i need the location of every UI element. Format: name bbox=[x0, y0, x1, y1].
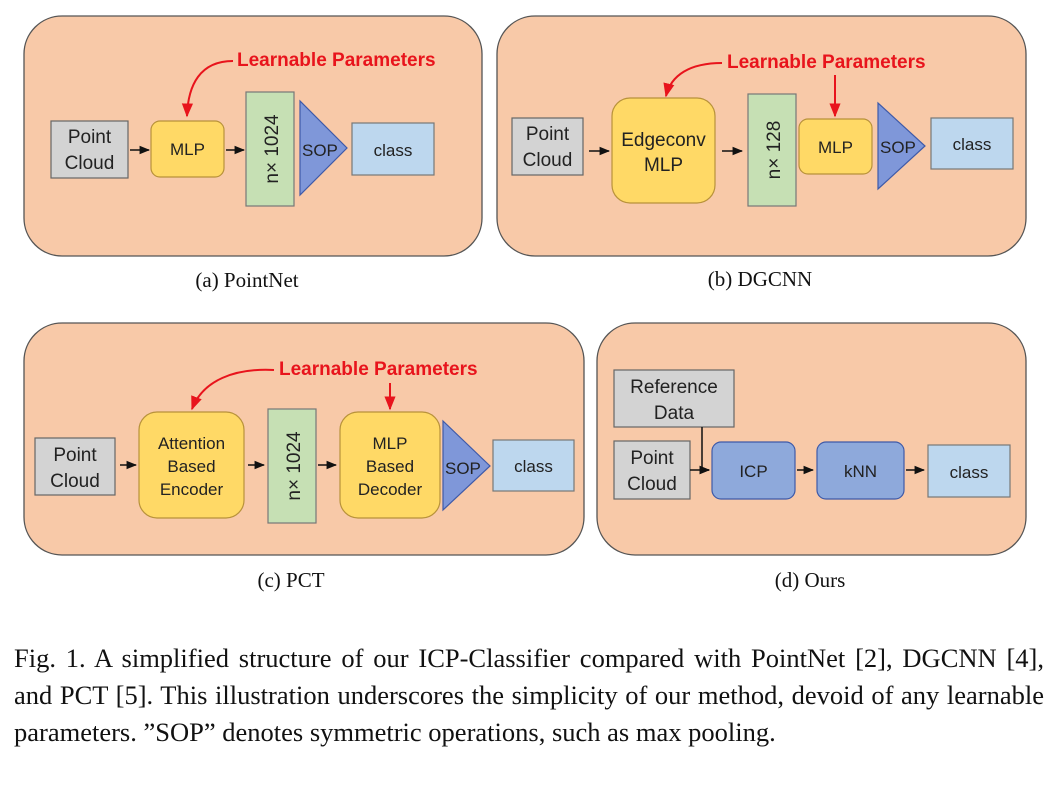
panel-dgcnn: Learnable Parameters Point Cloud Edgecon… bbox=[496, 15, 1027, 257]
point-cloud-label-line1: Point bbox=[630, 448, 674, 469]
point-cloud-label-line2: Cloud bbox=[65, 153, 115, 174]
panel-pointnet: Learnable Parameters Point Cloud MLP n× … bbox=[23, 15, 483, 257]
mlp-box bbox=[150, 120, 225, 178]
figure-caption: Fig. 1. A simplified structure of our IC… bbox=[14, 643, 1044, 747]
edgeconv-label-line2: MLP bbox=[644, 155, 683, 176]
class-box bbox=[927, 444, 1011, 498]
point-cloud-label-line1: Point bbox=[68, 127, 112, 148]
panel-pct: Learnable Parameters Point Cloud Attenti… bbox=[23, 322, 585, 556]
icp-label: ICP bbox=[739, 462, 767, 481]
point-cloud-label-line1: Point bbox=[53, 445, 97, 466]
decoder-label-line2: Based bbox=[366, 457, 414, 476]
encoder-label-line3: Encoder bbox=[160, 480, 224, 499]
feature-box bbox=[747, 93, 797, 207]
icp-box bbox=[711, 441, 796, 500]
panel-ours-background bbox=[596, 322, 1027, 556]
class-box bbox=[930, 117, 1014, 170]
point-cloud-box bbox=[50, 120, 129, 179]
learnable-parameters-arrow-left bbox=[191, 368, 275, 411]
mlp-box bbox=[798, 118, 873, 175]
learnable-parameters-label: Learnable Parameters bbox=[727, 52, 926, 73]
edgeconv-label-line1: Edgeconv bbox=[621, 130, 706, 151]
mlp-label: MLP bbox=[818, 138, 853, 157]
sop-triangle bbox=[877, 101, 926, 191]
class-label: class bbox=[950, 463, 989, 482]
class-box bbox=[351, 122, 435, 176]
learnable-parameters-arrow bbox=[181, 60, 234, 118]
point-cloud-box bbox=[613, 440, 691, 500]
decoder-label-line1: MLP bbox=[373, 434, 408, 453]
class-box bbox=[492, 439, 575, 492]
point-cloud-label-line2: Cloud bbox=[523, 150, 573, 171]
sop-label: SOP bbox=[880, 138, 916, 157]
point-cloud-box bbox=[34, 437, 116, 496]
encoder-label-line2: Based bbox=[167, 457, 215, 476]
caption-ours: (d) Ours bbox=[775, 568, 846, 592]
caption-pointnet: (a) PointNet bbox=[195, 268, 298, 292]
class-label: class bbox=[374, 141, 413, 160]
point-cloud-label-line2: Cloud bbox=[50, 471, 100, 492]
sop-label: SOP bbox=[445, 459, 481, 478]
reference-data-box bbox=[613, 369, 735, 428]
point-cloud-label-line2: Cloud bbox=[627, 474, 677, 495]
mlp-decoder-box bbox=[339, 411, 441, 519]
learnable-parameters-label: Learnable Parameters bbox=[237, 50, 436, 71]
sop-triangle bbox=[299, 99, 348, 197]
feature-box bbox=[245, 91, 295, 207]
feature-label: n× 1024 bbox=[262, 114, 283, 184]
sop-triangle bbox=[442, 419, 491, 512]
knn-label: kNN bbox=[844, 462, 877, 481]
reference-data-label-line1: Reference bbox=[630, 377, 718, 398]
sop-label: SOP bbox=[302, 141, 338, 160]
feature-label: n× 1024 bbox=[284, 431, 305, 501]
knn-box bbox=[816, 441, 905, 500]
caption-dgcnn: (b) DGCNN bbox=[708, 267, 812, 291]
encoder-label-line1: Attention bbox=[158, 434, 225, 453]
point-cloud-box bbox=[511, 117, 584, 176]
class-label: class bbox=[514, 457, 553, 476]
learnable-parameters-arrow-left bbox=[663, 62, 723, 98]
reference-data-label-line2: Data bbox=[654, 403, 695, 424]
attention-encoder-box bbox=[138, 411, 245, 519]
decoder-label-line3: Decoder bbox=[358, 480, 423, 499]
panel-ours: Reference Data Point Cloud ICP kNN class bbox=[596, 322, 1027, 556]
edgeconv-mlp-box bbox=[611, 97, 716, 204]
caption-pct: (c) PCT bbox=[257, 568, 324, 592]
feature-box bbox=[267, 408, 317, 524]
class-label: class bbox=[953, 135, 992, 154]
feature-label: n× 128 bbox=[764, 121, 785, 180]
mlp-label: MLP bbox=[170, 140, 205, 159]
learnable-parameters-label: Learnable Parameters bbox=[279, 359, 478, 380]
point-cloud-label-line1: Point bbox=[526, 124, 570, 145]
